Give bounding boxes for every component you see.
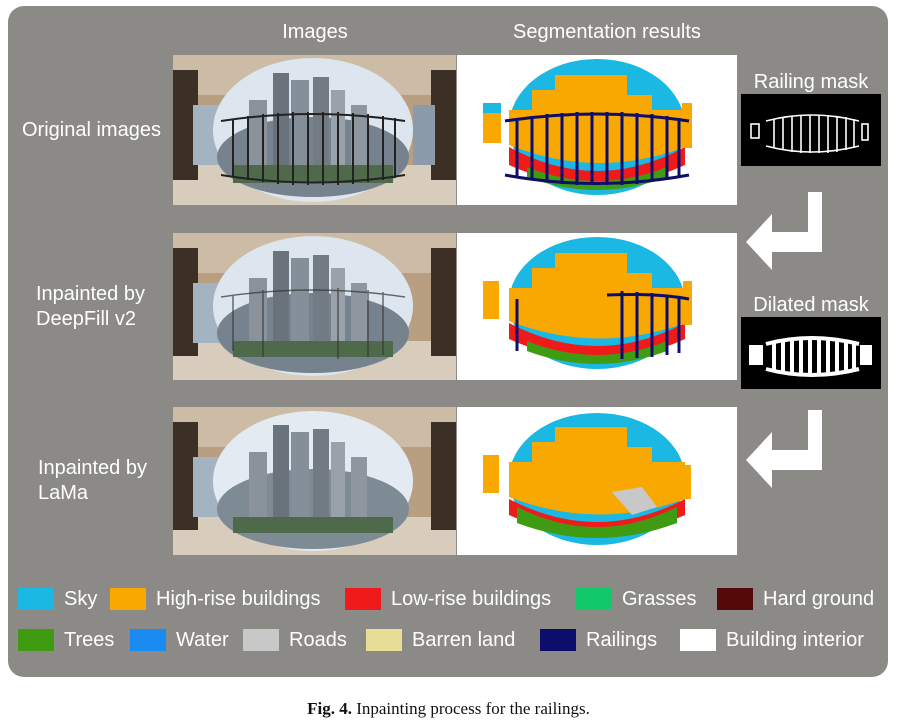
dilated-mask-image [741,317,881,389]
legend-swatch-railings [540,629,576,651]
legend-swatch-sky [18,588,54,610]
legend-item-sky: Sky [18,587,97,611]
legend-item-building-interior: Building interior [680,628,864,652]
legend-item-grasses: Grasses [576,587,696,611]
legend-item-low-rise-buildings: Low-rise buildings [345,587,551,611]
figure-caption-text: Inpainting process for the railings. [356,699,590,718]
legend-item-water: Water [130,628,229,652]
legend-swatch-barren-land [366,629,402,651]
row-label-original: Original images [22,119,161,141]
railing-mask-title: Railing mask [753,71,869,93]
legend-swatch-hard-ground [717,588,753,610]
legend-swatch-high-rise-buildings [110,588,146,610]
panorama-image-lama [173,407,456,555]
legend-swatch-water [130,629,166,651]
panorama-image-deepfill [173,233,456,380]
figure-caption: Fig. 4. Inpainting process for the raili… [0,699,897,719]
legend-item-railings: Railings [540,628,657,652]
panorama-image-original [173,55,456,205]
dilated-mask-title: Dilated mask [753,294,869,316]
arrow-to-lama-icon [746,410,822,488]
legend-swatch-roads [243,629,279,651]
arrow-to-deepfill-icon [746,192,822,270]
legend-item-high-rise-buildings: High-rise buildings [110,587,321,611]
legend-swatch-low-rise-buildings [345,588,381,610]
legend-item-barren-land: Barren land [366,628,515,652]
legend-item-hard-ground: Hard ground [717,587,874,611]
legend-item-roads: Roads [243,628,347,652]
segmentation-result-original [457,55,737,205]
railing-mask-image [741,94,881,166]
segmentation-result-deepfill [457,233,737,380]
header-images: Images [282,21,348,43]
legend-swatch-building-interior [680,629,716,651]
segmentation-result-lama [457,407,737,555]
legend-swatch-trees [18,629,54,651]
header-segmentation: Segmentation results [513,21,701,43]
legend-swatch-grasses [576,588,612,610]
legend-item-trees: Trees [18,628,114,652]
figure-number: Fig. 4. [307,699,352,718]
